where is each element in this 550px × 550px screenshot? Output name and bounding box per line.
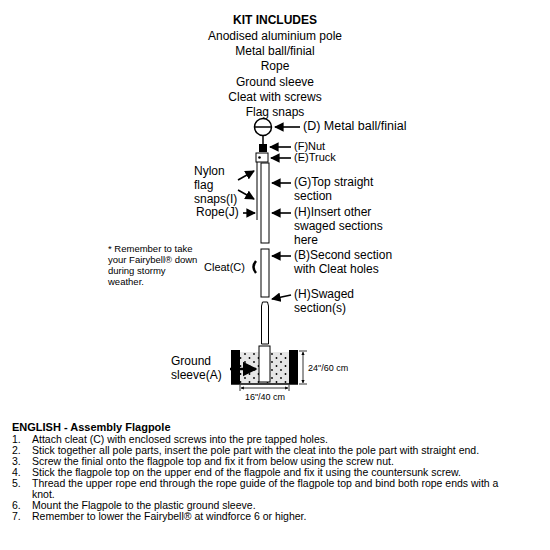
part-label: (F)Nut	[294, 140, 374, 153]
truck	[256, 153, 268, 162]
part-label: Nylon flag snaps(I)	[194, 165, 244, 206]
step-text: Stick the flagpole top on the upper end …	[32, 467, 504, 478]
rope	[257, 162, 258, 220]
swaged-section	[262, 302, 269, 344]
kit-item: Flag snaps	[175, 106, 375, 120]
kit-item: Anodised aluminium pole	[175, 30, 375, 44]
step-number: 6.	[12, 500, 32, 511]
ground-sleeve	[231, 346, 298, 384]
step-text: Remember to lower the Fairybell® at wind…	[32, 511, 504, 522]
instruction-step: 1.Attach cleat (C) with enclosed screws …	[12, 434, 504, 445]
kit-item: Rope	[175, 60, 375, 74]
instruction-step: 4.Stick the flagpole top on the upper en…	[12, 467, 504, 478]
step-number: 1.	[12, 434, 32, 445]
part-label: (B)Second section with Cleat holes	[294, 249, 394, 277]
dimension-label: 24"/60 cm	[308, 363, 368, 373]
second-section	[261, 249, 269, 297]
part-label: (E)Truck	[294, 151, 374, 164]
title: KIT INCLUDES	[175, 14, 375, 28]
step-number: 7.	[12, 511, 32, 522]
leader-arrows	[230, 127, 300, 369]
section-heading: ENGLISH - Assembly Flagpole	[12, 421, 312, 434]
step-text: Mount the Flagpole to the plastic ground…	[32, 500, 504, 511]
step-number: 2.	[12, 445, 32, 456]
instruction-step: 5.Thread the upper rope end through the …	[12, 478, 504, 500]
instruction-step: 7.Remember to lower the Fairybell® at wi…	[12, 511, 504, 522]
kit-item: Cleat with screws	[175, 91, 375, 105]
step-text: Stick together all pole parts, insert th…	[32, 445, 504, 456]
kit-item: Ground sleeve	[175, 76, 375, 90]
finial	[255, 119, 272, 145]
top-section	[261, 163, 269, 243]
part-label: Rope(J)	[196, 206, 244, 220]
step-text: Screw the finial onto the flagpole top a…	[32, 456, 504, 467]
note: * Remember to take your Fairybell® down …	[108, 244, 200, 288]
part-label: (G)Top straight section	[294, 176, 404, 204]
step-number: 3.	[12, 456, 32, 467]
dimension-lines	[240, 351, 307, 391]
part-label: (D) Metal ball/finial	[303, 119, 463, 133]
step-text: Thread the upper rope end through the ro…	[32, 478, 504, 500]
nut	[259, 144, 267, 152]
part-label: (H)Insert other swaged sections here	[294, 206, 394, 247]
cleat	[254, 261, 257, 273]
step-number: 4.	[12, 467, 32, 478]
instruction-step: 3.Screw the finial onto the flagpole top…	[12, 456, 504, 467]
part-label: (H)Swaged section(s)	[294, 288, 394, 316]
instruction-list: 1.Attach cleat (C) with enclosed screws …	[12, 434, 504, 522]
step-text: Attach cleat (C) with enclosed screws in…	[32, 434, 504, 445]
part-label: Cleat(C)	[204, 261, 252, 274]
step-number: 5.	[12, 478, 32, 500]
instruction-step: 6.Mount the Flagpole to the plastic grou…	[12, 500, 504, 511]
part-label: Ground sleeve(A)	[171, 355, 229, 383]
dimension-label: 16"/40 cm	[230, 392, 300, 402]
kit-item: Metal ball/finial	[175, 45, 375, 59]
instruction-step: 2.Stick together all pole parts, insert …	[12, 445, 504, 456]
